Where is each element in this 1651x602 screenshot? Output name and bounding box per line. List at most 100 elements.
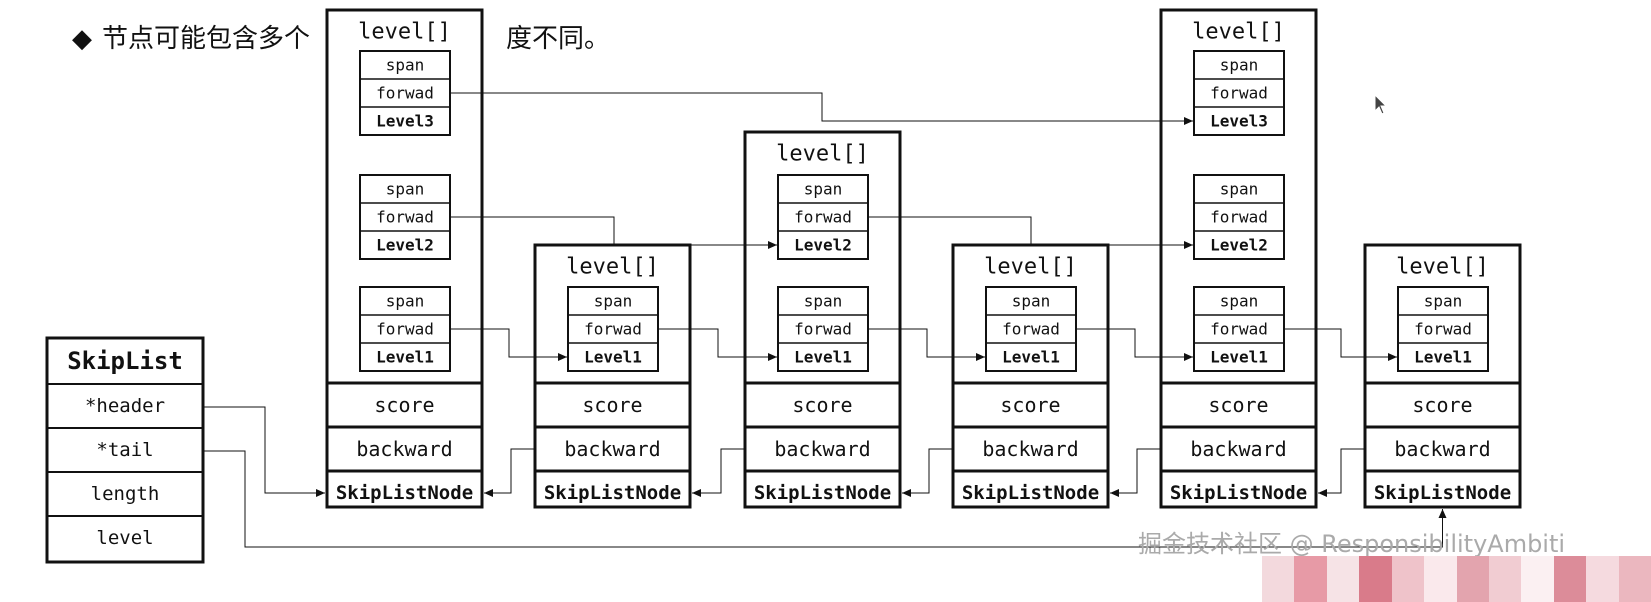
strip-block: [1391, 556, 1425, 602]
span-field: span: [386, 56, 425, 75]
strip-block: [1359, 556, 1392, 602]
skiplist-title: SkipList: [67, 347, 183, 375]
skiplist-box: [45, 336, 205, 564]
level-array-label: level[]: [1396, 255, 1489, 280]
level-name: Level1: [584, 348, 642, 367]
backward-field: backward: [1394, 437, 1490, 461]
backward-field: backward: [356, 437, 452, 461]
skiplist-node: [533, 243, 692, 509]
level-entry-box: [1193, 174, 1285, 260]
score-field: score: [1000, 393, 1060, 417]
level-name: Level1: [376, 348, 434, 367]
header-pointer: [203, 406, 325, 497]
score-field: score: [1208, 393, 1268, 417]
span-field: span: [1424, 292, 1463, 311]
strip-block: [1488, 556, 1522, 602]
level-array-label: level[]: [1192, 20, 1285, 45]
mouse-pointer-icon: [1374, 94, 1388, 115]
strip-block: [1553, 556, 1587, 602]
strip-block: [1586, 556, 1619, 602]
node-name: SkipListNode: [962, 482, 1099, 504]
backward-pointer: [902, 448, 953, 497]
strip-block: [1326, 556, 1360, 602]
forward-pointer: [1284, 328, 1397, 361]
heading-text-left: 节点可能包含多个: [102, 24, 311, 54]
watermark-text: 掘金技术社区 @ ResponsibilityAmbiti: [1138, 530, 1566, 558]
level-name: Level2: [794, 236, 852, 255]
forward-field: forwad: [1210, 84, 1268, 103]
skiplist-field: *tail: [96, 439, 153, 461]
forward-field: forwad: [794, 320, 852, 339]
forward-pointer: [658, 328, 777, 361]
strip-block: [1262, 556, 1295, 602]
backward-field: backward: [982, 437, 1078, 461]
forward-pointer: [450, 328, 567, 361]
span-field: span: [1220, 292, 1259, 311]
forward-pointer: [868, 216, 1193, 249]
forward-field: forwad: [376, 320, 434, 339]
forward-pointer: [1076, 328, 1193, 361]
span-field: span: [1012, 292, 1051, 311]
span-field: span: [804, 292, 843, 311]
backward-pointer: [484, 448, 535, 497]
forward-field: forwad: [1210, 320, 1268, 339]
strip-block: [1294, 556, 1327, 602]
skiplist-node: [325, 8, 484, 509]
level-name: Level2: [376, 236, 434, 255]
heading-text-right: 度不同。: [506, 24, 611, 54]
forward-field: forwad: [1002, 320, 1060, 339]
level-name: Level1: [1002, 348, 1060, 367]
score-field: score: [582, 393, 642, 417]
backward-field: backward: [564, 437, 660, 461]
node-name: SkipListNode: [1374, 482, 1511, 504]
forward-field: forwad: [794, 208, 852, 227]
backward-field: backward: [774, 437, 870, 461]
skiplist-field: length: [91, 483, 160, 505]
level-entry-box: [1397, 286, 1489, 372]
diamond-bullet-icon: ◆: [72, 24, 92, 54]
forward-pointer: [450, 216, 777, 249]
span-field: span: [804, 180, 843, 199]
skiplist-node: [1159, 8, 1318, 509]
level-name: Level2: [1210, 236, 1268, 255]
backward-pointer: [1318, 448, 1365, 497]
skiplist-field: *header: [85, 395, 165, 417]
strip-block: [1424, 556, 1457, 602]
skiplist-node: [1363, 243, 1522, 509]
level-name: Level1: [1414, 348, 1472, 367]
span-field: span: [1220, 180, 1259, 199]
forward-pointer: [868, 328, 985, 361]
forward-field: forwad: [584, 320, 642, 339]
score-field: score: [374, 393, 434, 417]
tail-pointer: [203, 450, 1447, 548]
strip-block: [1618, 556, 1651, 602]
strip-block: [1521, 556, 1554, 602]
forward-field: forwad: [1414, 320, 1472, 339]
level-array-label: level[]: [776, 142, 869, 167]
forward-pointer: [450, 92, 1193, 125]
node-name: SkipListNode: [1170, 482, 1307, 504]
backward-pointer: [1110, 448, 1161, 497]
slide-bullet-text: ◆ 节点可能包含多个 度不同。: [72, 18, 610, 55]
skiplist-node: [743, 130, 902, 509]
score-field: score: [1412, 393, 1472, 417]
level-array-label: level[]: [358, 20, 451, 45]
forward-field: forwad: [376, 208, 434, 227]
span-field: span: [1220, 56, 1259, 75]
node-name: SkipListNode: [754, 482, 891, 504]
backward-pointer: [692, 448, 745, 497]
level-array-label: level[]: [566, 255, 659, 280]
span-field: span: [386, 292, 425, 311]
level-name: Level1: [794, 348, 852, 367]
level-name: Level3: [376, 112, 434, 131]
forward-field: forwad: [376, 84, 434, 103]
span-field: span: [386, 180, 425, 199]
node-name: SkipListNode: [544, 482, 681, 504]
strip-block: [1456, 556, 1489, 602]
backward-field: backward: [1190, 437, 1286, 461]
forward-field: forwad: [1210, 208, 1268, 227]
span-field: span: [594, 292, 633, 311]
score-field: score: [792, 393, 852, 417]
